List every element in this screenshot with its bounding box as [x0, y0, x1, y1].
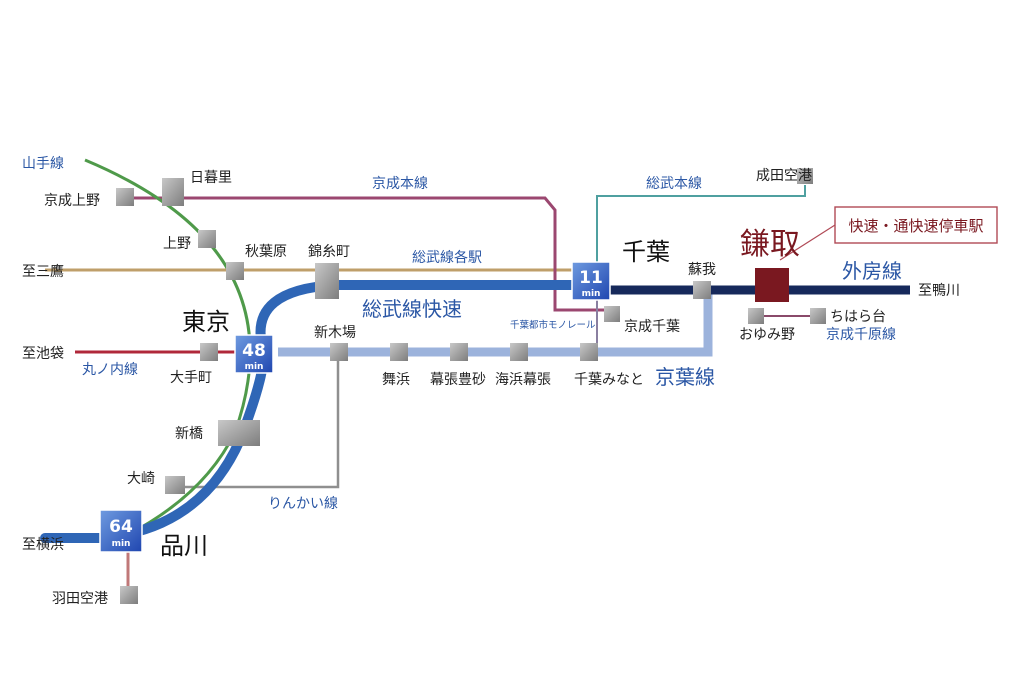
- label-monorail: 千葉都市モノレール: [510, 319, 596, 331]
- label-chiba: 千葉: [622, 238, 670, 266]
- line-labels: 山手線 京成本線 総武線各駅 総武線快速 総武本線 丸ノ内線 千葉都市モノレール…: [22, 156, 902, 512]
- label-akihabara: 秋葉原: [245, 244, 287, 260]
- label-otemachi: 大手町: [170, 370, 212, 386]
- label-narita-airport: 成田空港: [756, 168, 812, 184]
- badge-chiba-unit: min: [582, 289, 601, 299]
- label-sobu-rapid: 総武線快速: [362, 297, 462, 321]
- label-keiyo: 京葉線: [655, 365, 715, 389]
- label-sobu-main: 総武本線: [646, 176, 702, 192]
- label-nippori: 日暮里: [190, 170, 232, 186]
- label-soga: 蘇我: [688, 262, 716, 278]
- sobu-rapid-line: [40, 280, 595, 543]
- station-box-oyumino: [748, 308, 764, 324]
- station-box-narita-airport: [797, 168, 813, 184]
- station-box-keisei-chiba: [604, 306, 620, 322]
- label-rinkai: りんかい線: [268, 496, 338, 512]
- label-osaki: 大崎: [127, 471, 155, 487]
- station-box-kaihin-makuhari: [510, 343, 528, 361]
- badge-shinagawa-unit: min: [112, 539, 131, 549]
- label-chiba-minato: 千葉みなと: [574, 372, 644, 388]
- keiyo-line: [278, 290, 713, 357]
- badge-shinagawa-value: 64: [109, 517, 133, 537]
- label-oyumino: おゆみ野: [739, 327, 795, 343]
- label-makuhari-toyosuna: 幕張豊砂: [430, 372, 486, 388]
- station-box-haneda-airport: [120, 586, 138, 604]
- label-keisei-chiba: 京成千葉: [624, 319, 680, 335]
- label-keisei-chihara: 京成千原線: [826, 327, 896, 343]
- callout-text: 快速・通快速停車駅: [848, 217, 983, 235]
- station-box-chiharadai: [810, 308, 826, 324]
- station-box-kamatori: [755, 268, 789, 302]
- label-sotobo: 外房線: [842, 259, 902, 283]
- label-marunouchi: 丸ノ内線: [82, 362, 138, 378]
- badge-shinagawa: 64 min: [99, 509, 143, 553]
- label-haneda-airport: 羽田空港: [52, 591, 108, 607]
- badge-tokyo-value: 48: [242, 341, 266, 361]
- label-shinkiba: 新木場: [314, 325, 356, 341]
- station-box-chiba-minato: [580, 343, 598, 361]
- station-box-osaki: [165, 476, 185, 494]
- station-box-kinshicho: [315, 263, 339, 299]
- station-box-maihama: [390, 343, 408, 361]
- station-box-shinbashi: [218, 420, 260, 446]
- label-keisei-ueno: 京成上野: [44, 193, 100, 209]
- station-box-soga: [693, 281, 711, 299]
- yamanote-line: [84, 158, 252, 550]
- keisei-main-line: [125, 196, 610, 312]
- station-box-otemachi: [200, 343, 218, 361]
- label-tokyo: 東京: [182, 308, 230, 336]
- badge-tokyo: 48 min: [234, 334, 274, 374]
- label-kinshicho: 錦糸町: [308, 243, 350, 260]
- label-to-kamogawa: 至鴨川: [918, 283, 960, 299]
- badge-chiba: 11 min: [571, 261, 611, 301]
- label-to-mitaka: 至三鷹: [22, 264, 64, 280]
- station-box-ueno: [198, 230, 216, 248]
- label-yamanote: 山手線: [22, 156, 64, 172]
- sobu-main-line: [596, 185, 806, 262]
- station-box-akihabara: [226, 262, 244, 280]
- station-box-makuhari-toyosuna: [450, 343, 468, 361]
- label-shinagawa: 品川: [160, 532, 208, 560]
- station-box-shinkiba: [330, 343, 348, 361]
- label-shinbashi: 新橋: [175, 426, 203, 442]
- station-box-keisei-ueno: [116, 188, 134, 206]
- badge-tokyo-unit: min: [245, 362, 264, 372]
- station-labels: 日暮里 京成上野 上野 秋葉原 錦糸町 東京 大手町 新木場 舞浜 幕張豊砂 海…: [44, 168, 886, 607]
- label-maihama: 舞浜: [382, 372, 410, 388]
- callout-box: [834, 206, 998, 244]
- label-keisei-main: 京成本線: [372, 176, 428, 192]
- label-to-ikebukuro: 至池袋: [22, 346, 64, 362]
- callout-connector: [779, 224, 836, 261]
- badge-chiba-value: 11: [579, 268, 603, 288]
- label-to-yokohama: 至横浜: [22, 537, 64, 553]
- label-ueno: 上野: [163, 236, 191, 252]
- label-sobu-local: 総武線各駅: [412, 250, 482, 266]
- label-kamatori: 鎌取: [740, 227, 800, 262]
- label-kaihin-makuhari: 海浜幕張: [495, 372, 551, 388]
- station-box-nippori: [162, 178, 184, 206]
- label-chiharadai: ちはら台: [830, 309, 886, 325]
- direction-labels: 至三鷹 至池袋 至横浜 至鴨川: [22, 264, 960, 553]
- rinkai-line: [180, 352, 340, 489]
- station-boxes: [116, 168, 826, 604]
